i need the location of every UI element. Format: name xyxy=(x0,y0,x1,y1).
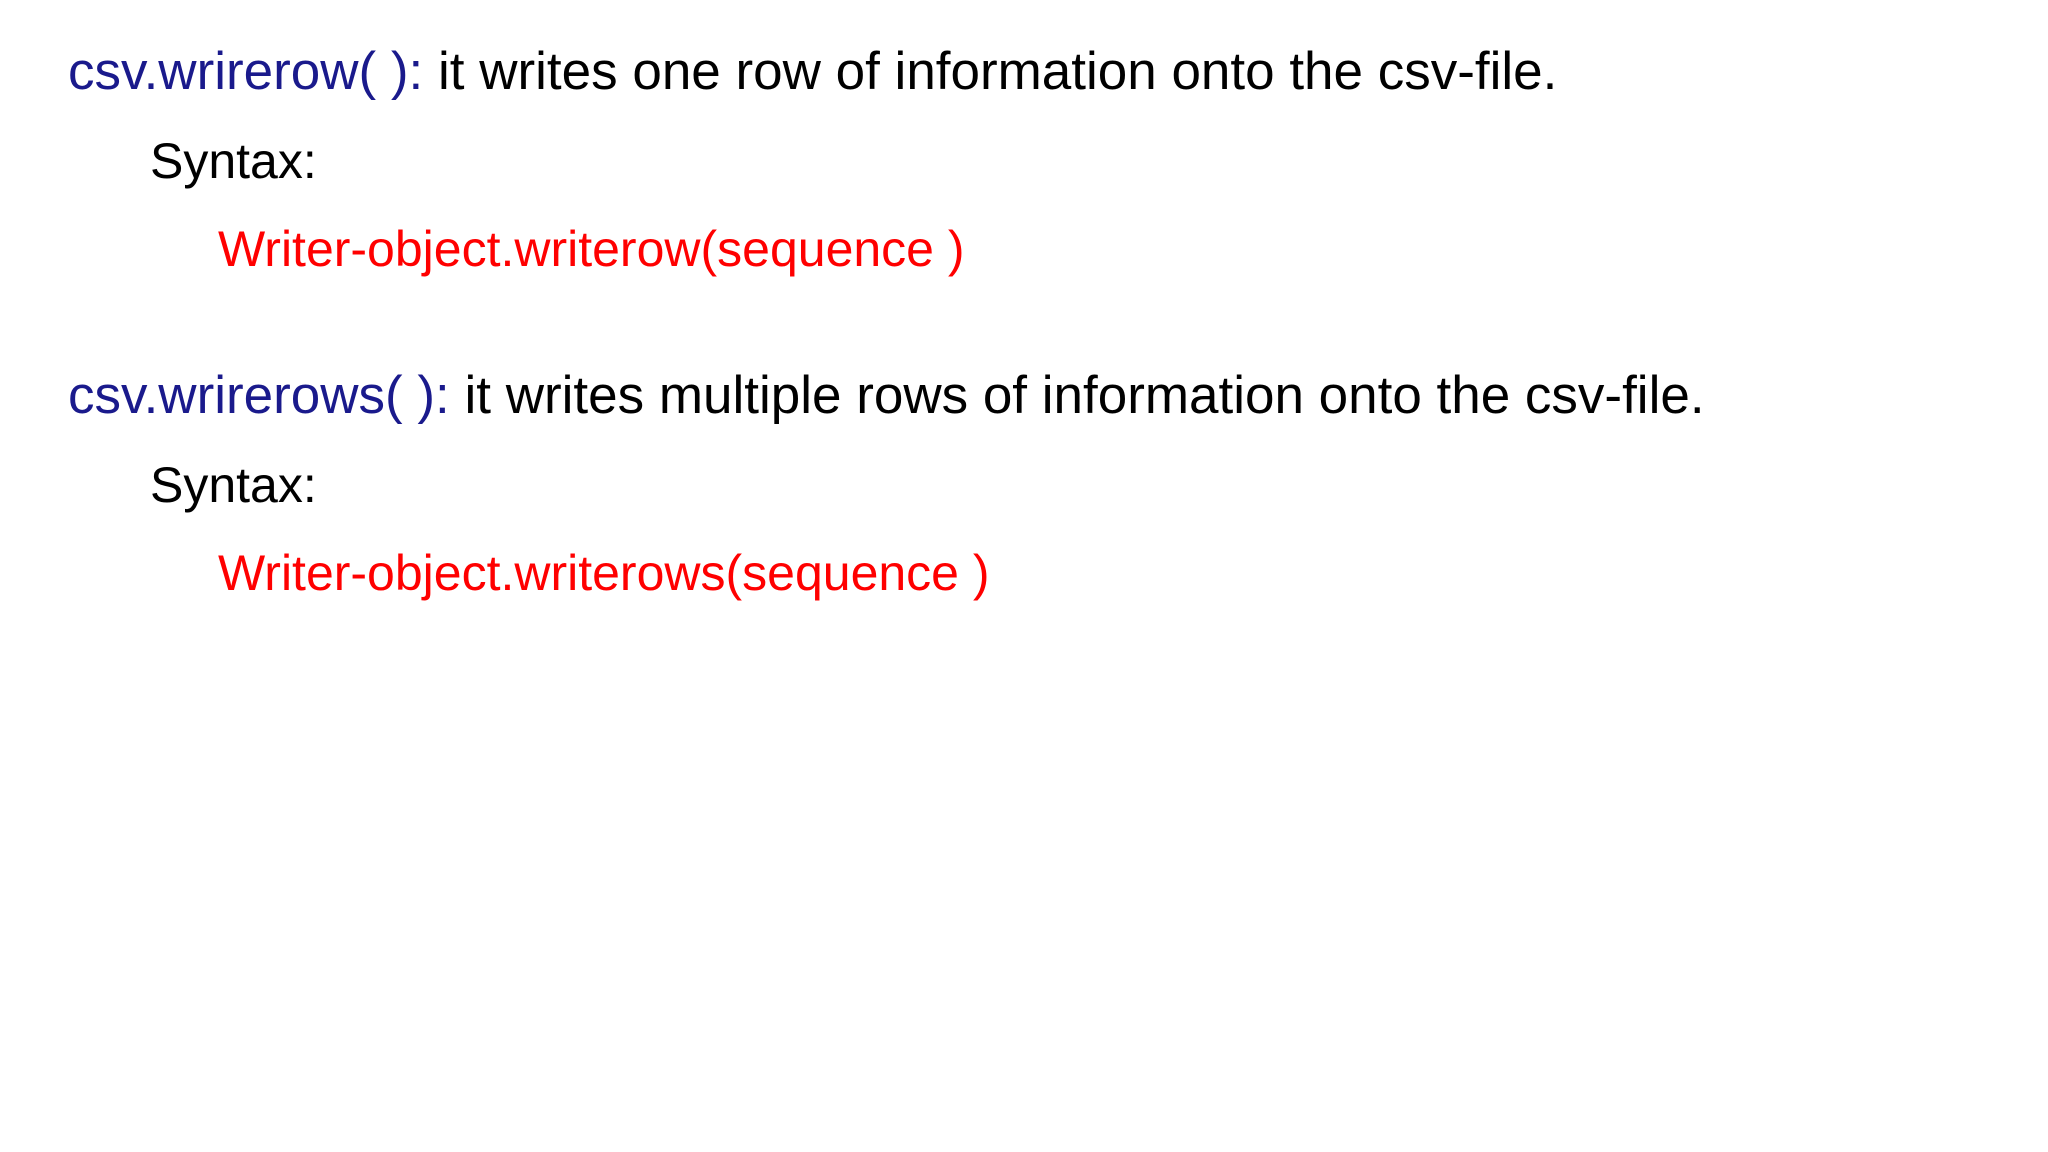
slide-content-body: csv.wrirerow( ): it writes one row of in… xyxy=(0,0,2048,608)
writerows-block: csv.wrirerows( ): it writes multiple row… xyxy=(0,360,2048,608)
writerow-description: it writes one row of information onto th… xyxy=(423,42,1558,101)
between-blocks-spacer xyxy=(0,284,2048,360)
writerows-heading-line: csv.wrirerows( ): it writes multiple row… xyxy=(0,360,2048,432)
top-spacer xyxy=(0,0,2048,36)
writerow-heading-line: csv.wrirerow( ): it writes one row of in… xyxy=(0,36,2048,108)
writerows-heading-gap xyxy=(0,432,2048,450)
writerow-syntax-gap xyxy=(0,196,2048,214)
writerows-syntax-code: Writer-object.writerows(sequence ) xyxy=(218,545,990,601)
writerow-keyword: csv.wrirerow( ): xyxy=(68,42,424,101)
writerow-syntax-code: Writer-object.writerow(sequence ) xyxy=(218,221,965,277)
writerow-syntax-label: Syntax: xyxy=(150,133,317,189)
writerow-heading-gap xyxy=(0,108,2048,126)
writerows-keyword: csv.wrirerows( ): xyxy=(68,366,450,425)
writerows-syntax-label: Syntax: xyxy=(150,457,317,513)
writerows-description: it writes multiple rows of information o… xyxy=(449,366,1705,425)
writerows-syntax-gap xyxy=(0,520,2048,538)
writerow-block: csv.wrirerow( ): it writes one row of in… xyxy=(0,36,2048,284)
